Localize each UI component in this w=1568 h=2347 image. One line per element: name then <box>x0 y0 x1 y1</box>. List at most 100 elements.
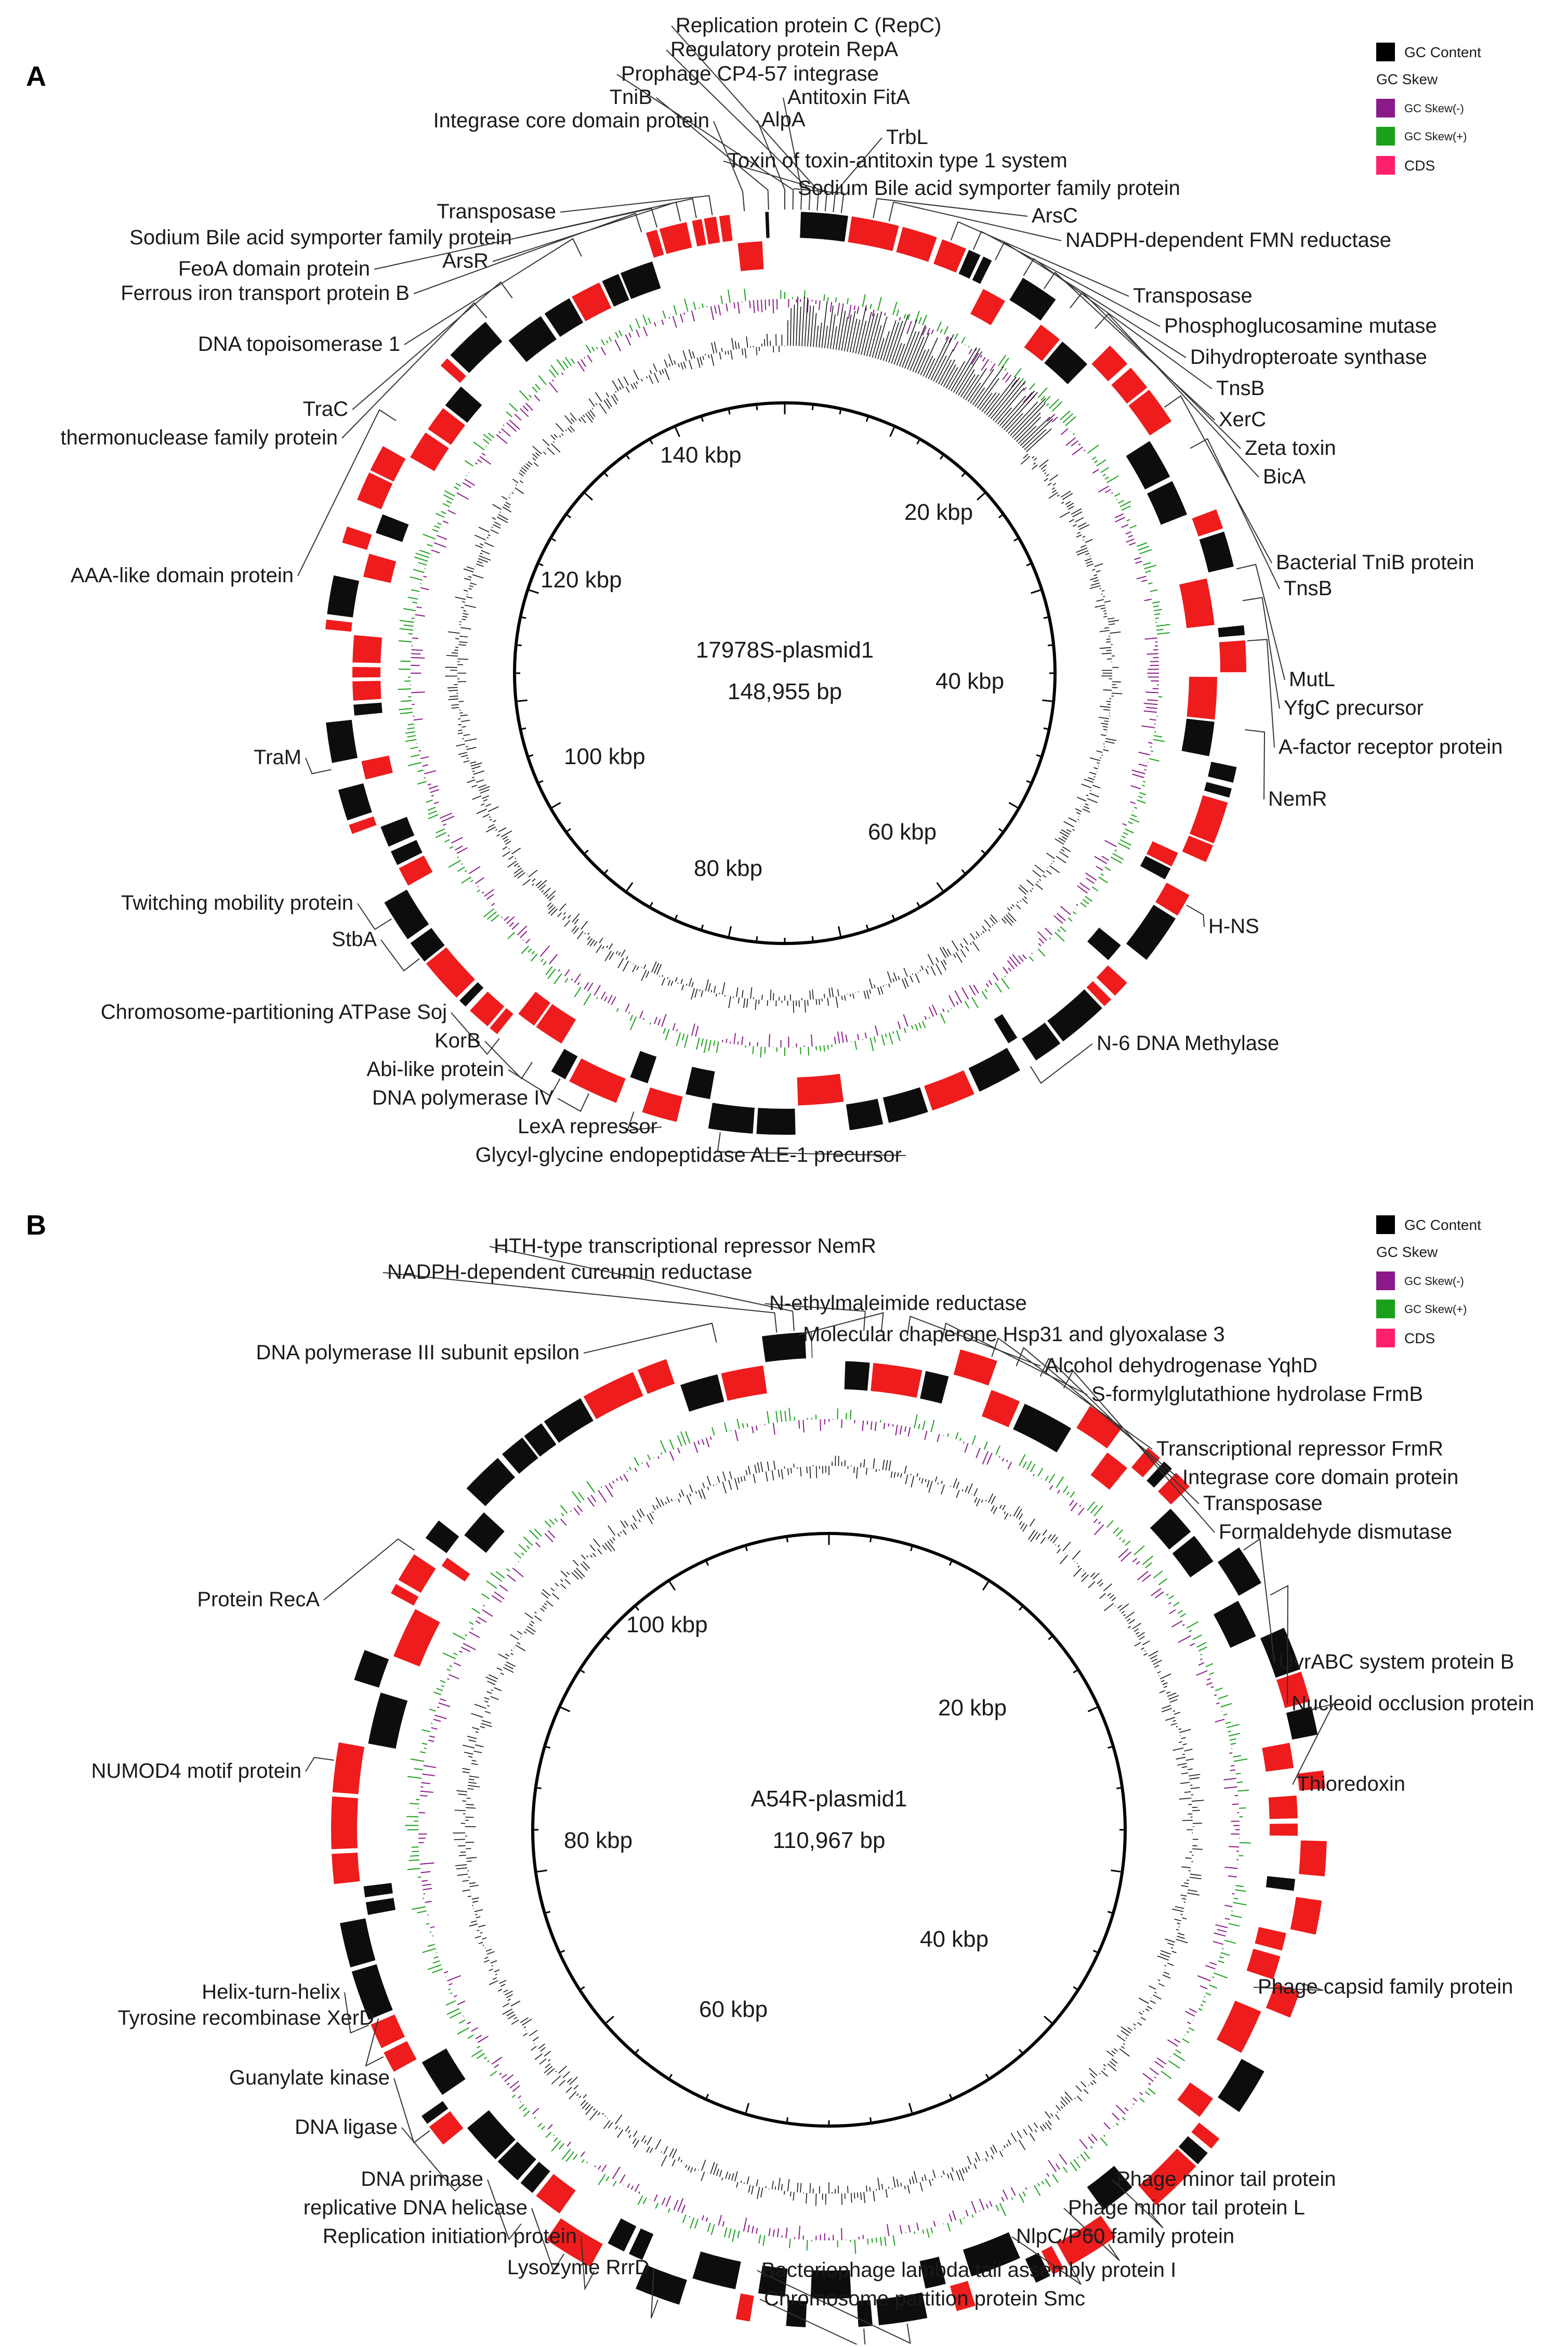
gc-skew-positive <box>398 289 1170 1058</box>
gene-label: KorB <box>434 1029 481 1052</box>
cds-feature <box>1297 1770 1325 1791</box>
kbp-label: 100 kbp <box>564 744 645 769</box>
cds-feature <box>950 2280 976 2311</box>
gene-label: Protein RecA <box>197 1588 320 1611</box>
gene-label: Sodium Bile acid symporter family protei… <box>798 177 1180 200</box>
gene-leader-line <box>1243 1538 1275 1663</box>
cds-feature <box>331 1796 359 1850</box>
cds-feature <box>325 619 352 632</box>
gene-label: ArsR <box>442 250 489 272</box>
gene-leader-line <box>1190 438 1280 589</box>
tick <box>910 1546 913 1552</box>
gene-label: Phage minor tail protein <box>1116 2168 1336 2191</box>
gene-label: Ferrous iron transport protein B <box>121 282 410 305</box>
tick <box>566 514 572 519</box>
gene-label: LexA repressor <box>518 1115 657 1138</box>
cds-feature <box>508 316 557 362</box>
gene-label: Phage capsid family protein <box>1258 1975 1513 1998</box>
gene-labels: HTH-type transcriptional repressor NemRN… <box>91 1235 1534 2347</box>
cds-feature <box>692 219 706 247</box>
cds-feature <box>933 239 966 273</box>
gene-label: H-NS <box>1208 915 1259 938</box>
cds-feature <box>353 702 383 716</box>
gene-label: replicative DNA helicase <box>304 2196 528 2219</box>
cds-feature <box>1111 368 1148 404</box>
cds-feature <box>398 1554 436 1593</box>
gene-label: TraM <box>254 746 301 769</box>
cds-feature <box>502 1437 538 1474</box>
legend-swatch-gc-content <box>1376 1215 1395 1234</box>
cds-feature <box>524 1423 557 1457</box>
plasmid-rings <box>331 1332 1327 2327</box>
cds-feature <box>1177 2082 1214 2117</box>
gene-leader-line <box>616 74 794 210</box>
gene-label: Dihydropteroate synthase <box>1190 346 1427 369</box>
gene-label: ArsC <box>1032 204 1078 227</box>
cds-feature <box>551 1048 578 1080</box>
cds-feature <box>332 1742 365 1794</box>
cds-feature <box>370 446 406 482</box>
tick <box>604 869 609 874</box>
cds-feature <box>391 1584 419 1606</box>
gene-leader-line <box>1270 1584 1288 1704</box>
gene-leader-line <box>798 1312 884 1335</box>
tick <box>551 538 556 542</box>
cds-feature <box>1076 1406 1123 1449</box>
cds-feature <box>629 2228 654 2260</box>
tick <box>1048 1636 1052 1641</box>
cds-feature <box>692 2251 741 2289</box>
tick <box>977 492 985 501</box>
tick <box>1048 644 1052 647</box>
gene-label: YfgC precursor <box>1284 697 1424 719</box>
tick <box>998 514 1003 519</box>
kbp-label: 140 kbp <box>660 442 742 468</box>
cds-feature <box>871 1363 923 1398</box>
gene-leader-line <box>393 2078 430 2144</box>
cds-feature <box>1276 1671 1310 1708</box>
cds-feature <box>544 298 584 337</box>
gene-leader-line <box>401 2127 470 2192</box>
tick <box>961 473 966 477</box>
tick <box>1026 780 1031 783</box>
tick <box>584 492 593 501</box>
tick <box>745 2103 750 2113</box>
cds-feature <box>1131 1447 1161 1477</box>
cds-feature <box>490 1008 513 1034</box>
cds-feature <box>1216 2000 1261 2053</box>
gene-leader-line <box>656 97 769 210</box>
cds-feature <box>497 2141 536 2181</box>
cds-feature <box>1246 1948 1281 1980</box>
cds-feature <box>919 2257 946 2289</box>
cds-feature <box>363 554 397 583</box>
gene-leader-line <box>451 1012 500 1055</box>
gene-leader-line <box>581 2236 595 2291</box>
gene-leader-line <box>357 903 392 930</box>
cds-feature <box>1181 718 1215 756</box>
legend-swatch-cds <box>1376 1329 1395 1347</box>
gene-label: Bacteriophage lambda tail assembly prote… <box>761 2259 1176 2282</box>
gene-label: Molecular chaperone Hsp31 and glyoxalase… <box>803 1323 1225 1346</box>
kbp-label: 60 kbp <box>868 819 937 845</box>
cds-feature <box>636 2264 687 2305</box>
cds-feature <box>735 2293 754 2322</box>
tick <box>1043 617 1048 619</box>
tick <box>1031 589 1041 594</box>
cds-feature <box>844 1361 870 1391</box>
gene-label: Alcohol dehydrogenase YqhD <box>1045 1354 1317 1377</box>
gene-label: StbA <box>332 928 377 951</box>
gc-content-trace <box>445 296 1123 1013</box>
tick <box>566 828 572 832</box>
kbp-label: 40 kbp <box>935 668 1004 694</box>
cds-feature <box>1013 1404 1072 1453</box>
gene-leader-line <box>626 1111 662 1131</box>
tick <box>1008 802 1018 808</box>
cds-feature <box>410 432 449 471</box>
cds-feature <box>363 1883 393 1897</box>
tick <box>706 1561 709 1566</box>
cds-feature <box>896 227 937 262</box>
gene-leader-line <box>793 188 845 213</box>
gene-label: Prophage CP4-57 integrase <box>621 62 879 85</box>
cds-feature <box>765 212 770 238</box>
cds-feature <box>1146 841 1178 867</box>
tick <box>669 1581 676 1591</box>
